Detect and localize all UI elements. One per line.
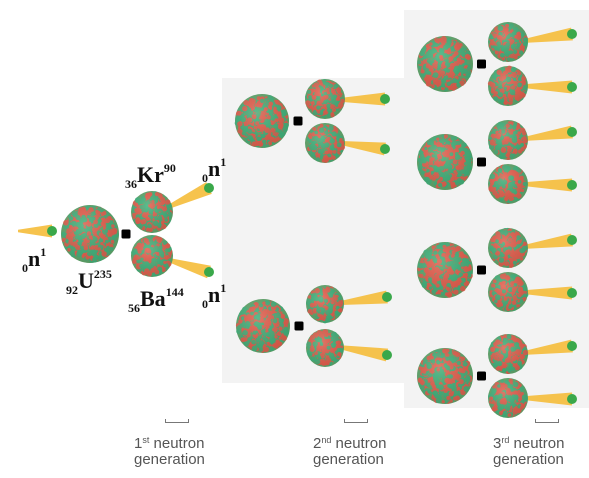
fission-g3a-emitted-neutron-1 <box>516 27 577 44</box>
fission-g3b-fragment-lower <box>488 164 528 204</box>
fission-g3a-impact-dot <box>477 59 486 69</box>
fission-g2a-fragment-lower <box>305 123 346 163</box>
fission-g3c-fragment-upper <box>488 227 528 268</box>
generation-1-bracket <box>165 419 189 423</box>
neutron-label-incoming: 0n1 <box>22 245 47 275</box>
fission-g2b-impact-dot <box>294 321 304 331</box>
fission-g3c-fragment-lower <box>488 272 529 312</box>
fission-g3b-emitted-neutron-2 <box>517 178 577 192</box>
fission-g3a-emitted-neutron-2 <box>517 80 577 94</box>
fission-g2b-uranium-nucleus <box>235 299 290 353</box>
fission-g3a-fragment-lower <box>487 65 528 106</box>
generation-3-label: 3rd neutron generation <box>493 435 565 468</box>
fission-g2b-emitted-neutron-2 <box>332 344 392 362</box>
fission-g1-impact-dot <box>121 229 131 239</box>
fission-g1-uranium-nucleus <box>61 205 119 263</box>
fission-g3b-emitted-neutron-1 <box>516 125 577 142</box>
fission-g3d-impact-dot <box>477 371 486 381</box>
barium-144-label: 56Ba144 <box>128 285 184 315</box>
fission-g3a-fragment-upper <box>488 22 529 62</box>
fission-g3c-impact-dot <box>477 265 486 275</box>
fission-g2a-impact-dot <box>293 116 303 126</box>
fission-g3a-uranium-nucleus <box>417 36 473 92</box>
fission-g2a-emitted-neutron-2 <box>333 140 390 156</box>
incoming-neutron <box>18 224 57 238</box>
fission-g3d-fragment-lower <box>488 378 528 418</box>
fission-g2b-fragment-upper <box>306 285 344 324</box>
fission-g3d-fragment-upper <box>488 334 529 374</box>
fission-g3c-uranium-nucleus <box>417 242 473 298</box>
fission-g1-fragment-upper <box>131 191 173 233</box>
fission-g1-emitted-neutron-2 <box>161 256 214 279</box>
fission-g2b-emitted-neutron-1 <box>332 290 392 306</box>
generation-2-label: 2nd neutron generation <box>313 435 387 468</box>
fission-g2a-fragment-upper <box>305 79 345 119</box>
generation-1-label: 1st neutron generation <box>134 435 205 468</box>
krypton-90-label: 36Kr90 <box>125 161 176 191</box>
neutron-label-lower: 0n1 <box>202 281 227 311</box>
fission-g3c-emitted-neutron-1 <box>516 233 577 250</box>
fission-g2a-uranium-nucleus <box>234 94 289 148</box>
generation-2-bracket <box>344 419 368 423</box>
fission-g2b-fragment-lower <box>306 329 344 367</box>
fission-g3d-emitted-neutron-1 <box>516 339 577 356</box>
fission-g2a-emitted-neutron-1 <box>334 92 390 106</box>
fission-g3b-impact-dot <box>477 157 486 167</box>
fission-g3b-uranium-nucleus <box>417 134 473 190</box>
fission-g3b-fragment-upper <box>488 120 528 160</box>
fission-g3d-emitted-neutron-2 <box>517 392 577 406</box>
uranium-235-label: 92U235 <box>66 267 112 297</box>
fission-g3c-emitted-neutron-2 <box>517 286 577 300</box>
fission-g1-emitted-neutron-1 <box>161 182 214 212</box>
fission-scene <box>18 22 577 418</box>
fission-g3d-uranium-nucleus <box>417 348 473 404</box>
fission-g1-fragment-lower <box>131 235 173 277</box>
neutron-label-upper: 0n1 <box>202 155 227 185</box>
generation-3-bracket <box>535 419 559 423</box>
